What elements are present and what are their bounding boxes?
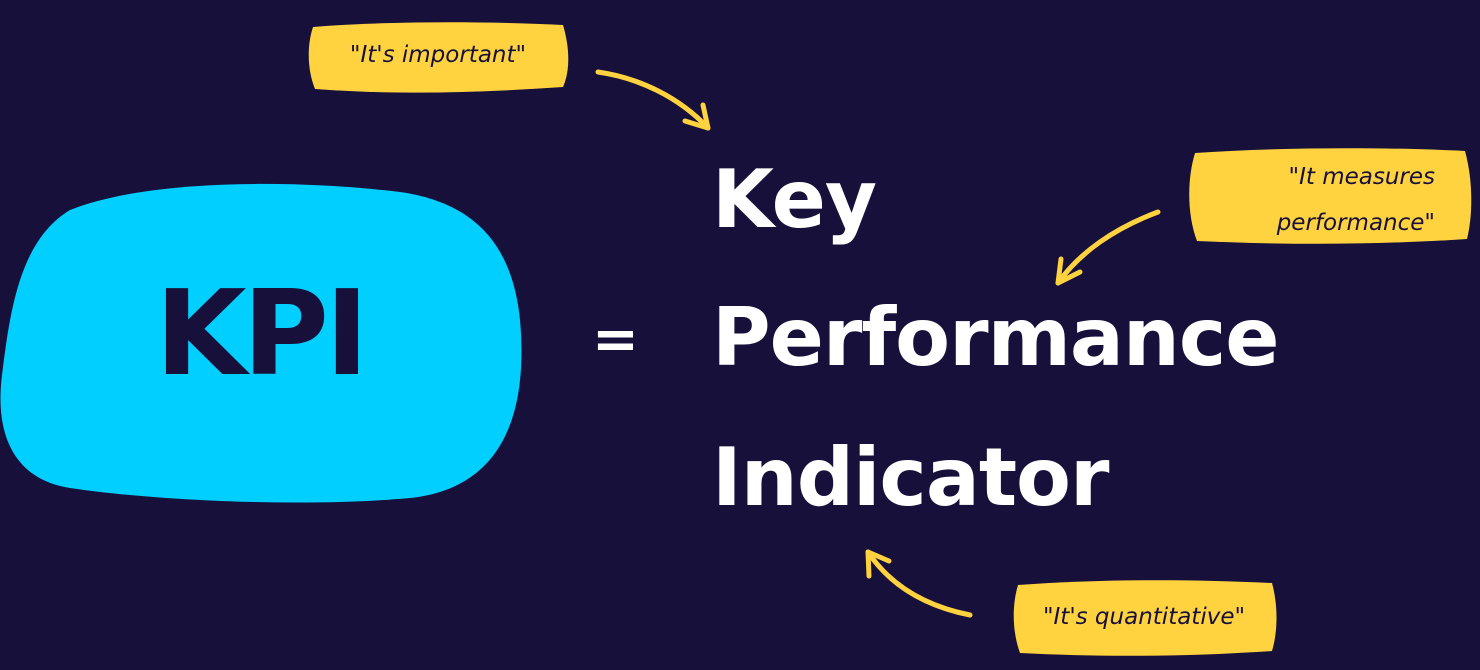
note-important-shape [308,22,569,93]
equals-sign: = [592,307,639,372]
note-measures-shape [1189,148,1472,244]
note-quantitative: "It's quantitative" [1010,577,1278,657]
kpi-blob-shape [0,183,522,503]
note-important-text: "It's important" [349,42,527,68]
note-measures-line2: performance" [1276,210,1435,236]
word-performance: Performance [712,291,1280,384]
curved-arrow-icon [865,549,973,618]
curved-arrow-icon [595,69,711,131]
note-measures-line1: "It measures [1288,164,1436,190]
note-quantitative-text: "It's quantitative" [1042,604,1246,630]
word-indicator: Indicator [712,431,1109,524]
note-important: "It's important" [305,17,571,95]
note-quantitative-shape [1013,580,1277,656]
word-key: Key [712,153,877,246]
kpi-acronym: KPI [155,264,369,402]
note-measures: "It measures performance" [1185,145,1473,245]
curved-arrow-icon [1055,209,1161,286]
